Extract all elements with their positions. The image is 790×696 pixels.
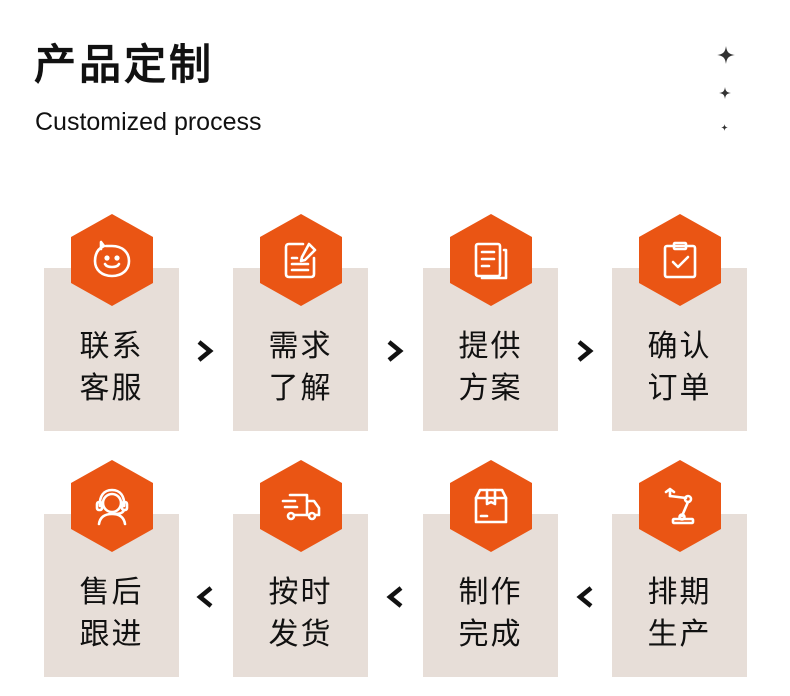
chevron-left-icon bbox=[576, 586, 593, 608]
page-title: 产品定制 bbox=[34, 40, 215, 89]
hexagon-badge bbox=[260, 214, 342, 306]
hexagon-badge bbox=[71, 460, 153, 552]
document-edit-icon bbox=[284, 242, 317, 279]
clipboard-check-icon bbox=[663, 241, 697, 279]
chevron-right-icon bbox=[197, 340, 214, 362]
step-label: 确认订单 bbox=[647, 329, 712, 406]
hexagon-badge bbox=[71, 214, 153, 306]
sparkle-icon bbox=[717, 46, 735, 64]
hexagon-badge bbox=[260, 460, 342, 552]
chat-bubble-smile-icon bbox=[93, 240, 131, 278]
step-label: 排期生产 bbox=[647, 575, 712, 652]
sparkle-icon bbox=[719, 87, 731, 99]
step-label: 联系客服 bbox=[79, 329, 144, 406]
delivery-truck-icon bbox=[281, 493, 321, 521]
step-card-proposal: 提供方案 bbox=[423, 268, 558, 431]
page-subtitle: Customized process bbox=[35, 108, 262, 136]
step-label: 售后跟进 bbox=[79, 575, 144, 652]
chevron-right-icon bbox=[387, 340, 404, 362]
hexagon-badge bbox=[639, 460, 721, 552]
sparkle-icon bbox=[721, 124, 728, 131]
step-label: 提供方案 bbox=[458, 329, 523, 406]
chevron-left-icon bbox=[386, 586, 403, 608]
robot-arm-icon bbox=[664, 487, 695, 525]
step-label: 按时发货 bbox=[268, 575, 333, 652]
headset-support-icon bbox=[95, 488, 129, 526]
hexagon-badge bbox=[639, 214, 721, 306]
step-label: 需求了解 bbox=[268, 329, 333, 406]
hexagon-badge bbox=[450, 460, 532, 552]
step-label: 制作完成 bbox=[458, 575, 523, 652]
hexagon-badge bbox=[450, 214, 532, 306]
documents-stack-icon bbox=[474, 242, 508, 280]
step-card-ship: 按时发货 bbox=[233, 514, 368, 677]
chevron-right-icon bbox=[577, 340, 594, 362]
chevron-left-icon bbox=[196, 586, 213, 608]
package-box-icon bbox=[474, 488, 508, 524]
